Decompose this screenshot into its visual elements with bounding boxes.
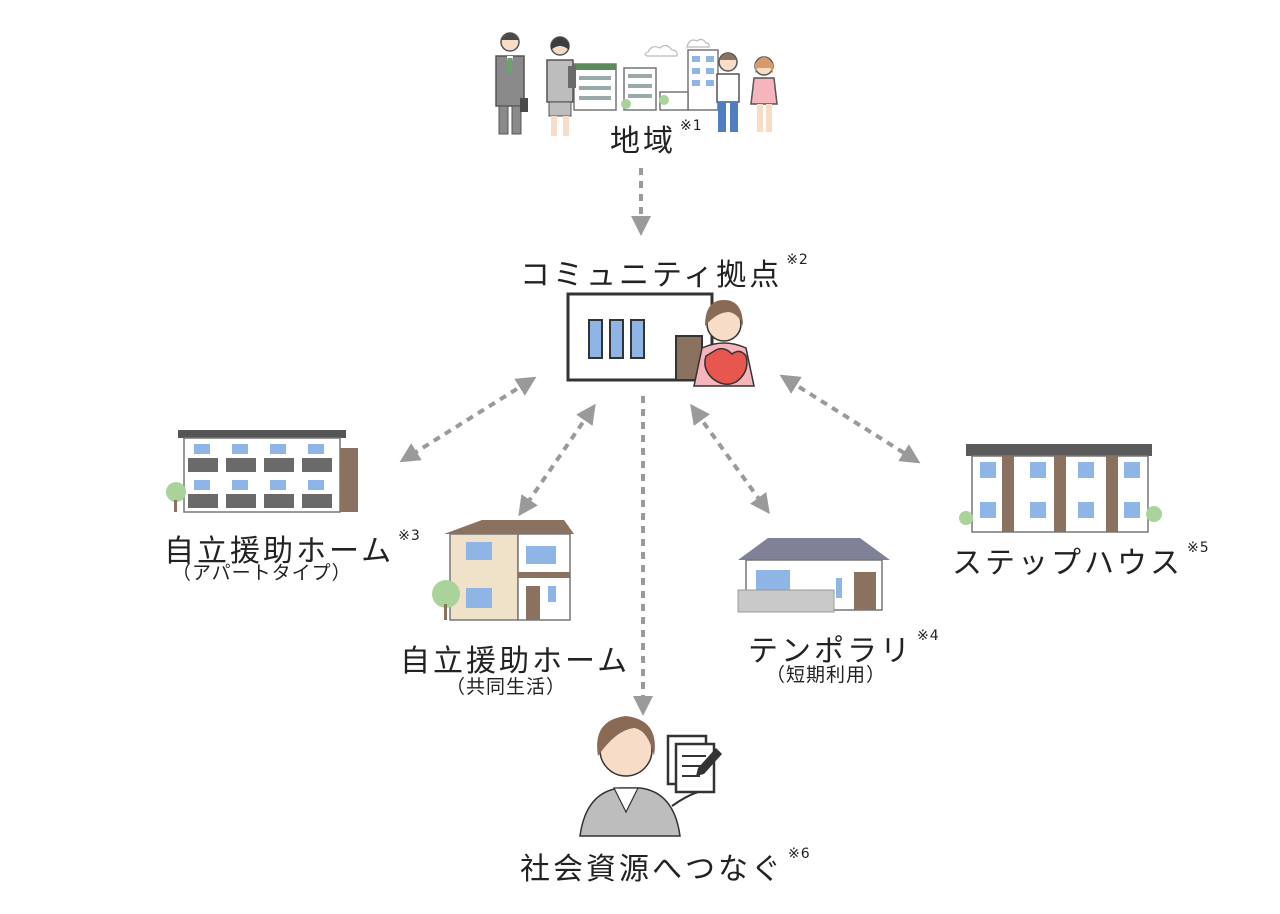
arrow-hub-step-house (779, 374, 921, 464)
hub-illustration (566, 292, 755, 387)
social-resources-note: ※6 (788, 846, 811, 862)
temporary-note: ※4 (917, 628, 940, 644)
region-label: 地域※1 (610, 118, 703, 159)
shared-home-sublabel: （共同生活） (446, 676, 567, 698)
social-resources-illustration (579, 716, 722, 837)
region-illustration (495, 32, 778, 136)
apartment-home-illustration (166, 430, 358, 513)
arrow-hub-shared-home (518, 403, 596, 517)
temporary-label: テンポラリ※4 (748, 628, 940, 669)
shared-home-label: 自立援助ホーム (400, 644, 631, 679)
shared-home-illustration (432, 520, 574, 621)
arrow-hub-apartment-home (399, 376, 537, 463)
hub-label: コミュニティ拠点※2 (520, 252, 809, 293)
apartment-home-sublabel: （アパートタイプ） (172, 562, 352, 584)
step-house-note: ※5 (1187, 540, 1210, 556)
temporary-illustration (737, 538, 890, 613)
social-resources-label: 社会資源へつなぐ※6 (520, 846, 811, 887)
step-house-label: ステップハウス※5 (952, 540, 1210, 581)
step-house-illustration (959, 444, 1162, 533)
hub-note: ※2 (786, 252, 809, 268)
arrow-hub-temporary (690, 403, 770, 515)
temporary-sublabel: （短期利用） (766, 664, 887, 686)
region-note: ※1 (680, 118, 703, 134)
apartment-home-label: 自立援助ホーム※3 (164, 528, 421, 569)
apartment-home-note: ※3 (398, 528, 421, 544)
